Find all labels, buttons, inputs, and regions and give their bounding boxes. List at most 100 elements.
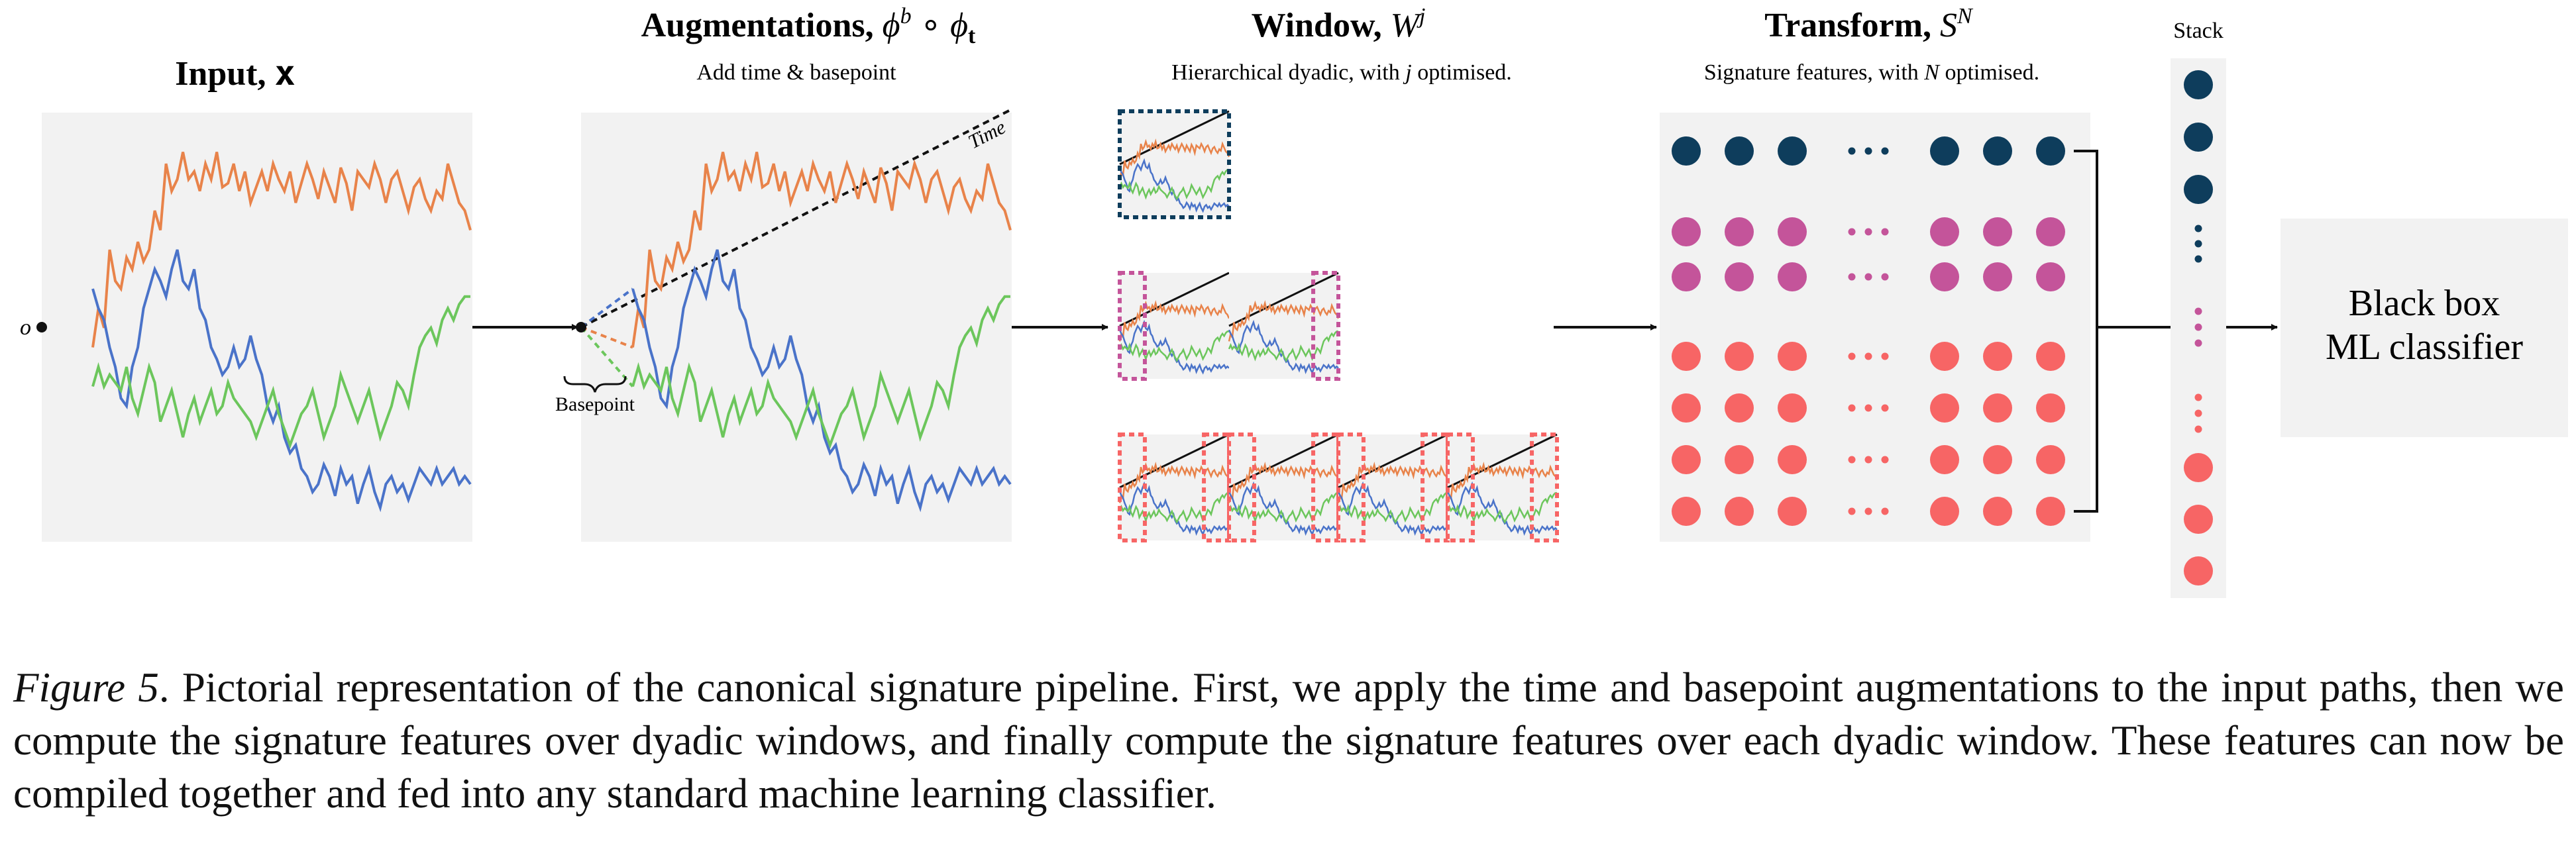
window-panel bbox=[1448, 434, 1557, 540]
ellipsis-dot bbox=[1864, 456, 1872, 464]
window-level-2-box bbox=[1311, 271, 1341, 381]
orange-window-path bbox=[1446, 462, 1558, 503]
feature-dot bbox=[1778, 217, 1807, 246]
feature-dot bbox=[1672, 342, 1701, 371]
window-panel bbox=[1120, 273, 1229, 379]
ellipsis-dot bbox=[1848, 507, 1856, 515]
ellipsis-dot bbox=[1848, 404, 1856, 412]
feature-dot bbox=[1725, 497, 1754, 526]
window-level-3-box bbox=[1227, 432, 1256, 542]
pipeline-diagram: Input, x o Augmentations, ϕb ∘ ϕt Add ti… bbox=[20, 4, 2568, 598]
green-window-path bbox=[1118, 331, 1229, 362]
classifier-label-line2: ML classifier bbox=[2326, 327, 2523, 368]
stack-ellipsis-dot bbox=[2194, 409, 2202, 417]
transform-subtitle: Signature features, with N optimised. bbox=[1704, 60, 2039, 85]
ellipsis-dot bbox=[1864, 273, 1872, 281]
feature-dot bbox=[1983, 342, 2012, 371]
stacked-features bbox=[2184, 70, 2213, 585]
figure-caption: Figure 5. Pictorial representation of th… bbox=[13, 661, 2564, 820]
green-augmented-path bbox=[631, 295, 1010, 449]
ellipsis-dot bbox=[1881, 456, 1889, 464]
dyadic-windows bbox=[1118, 109, 1560, 542]
stack-ellipsis-dot bbox=[2194, 425, 2202, 433]
ellipsis-dot bbox=[1864, 228, 1872, 236]
feature-dot bbox=[2036, 342, 2065, 371]
stack-ellipsis-dot bbox=[2194, 255, 2202, 263]
window-panel bbox=[1229, 273, 1338, 379]
signature-feature-panel bbox=[1660, 113, 2090, 542]
stack-dot bbox=[2184, 70, 2213, 99]
augmented-paths bbox=[631, 152, 1012, 513]
feature-dot bbox=[2036, 445, 2065, 474]
window-cell bbox=[1336, 432, 1450, 542]
window-cell bbox=[1446, 432, 1560, 542]
ellipsis-dot bbox=[1848, 456, 1856, 464]
orange-window-path bbox=[1118, 300, 1230, 342]
feature-dot bbox=[1778, 393, 1807, 423]
time-axis bbox=[580, 108, 1012, 329]
feature-dot bbox=[1930, 262, 1959, 291]
feature-dot bbox=[1778, 445, 1807, 474]
ellipsis-dot bbox=[1881, 352, 1889, 360]
basepoint-brace bbox=[563, 376, 627, 393]
feature-dot bbox=[2036, 497, 2065, 526]
window-panel bbox=[1120, 434, 1229, 540]
window-level-3-box bbox=[1336, 432, 1366, 542]
feature-row bbox=[1672, 342, 2065, 371]
stack-stage: Stack bbox=[2171, 19, 2278, 598]
window-subtitle: Hierarchical dyadic, with j optimised. bbox=[1171, 60, 1512, 85]
transform-title: Transform, SN bbox=[1764, 4, 1974, 44]
feature-dot bbox=[1725, 136, 1754, 166]
feature-dot bbox=[1930, 136, 1959, 166]
orange-basepoint-dash bbox=[580, 326, 633, 349]
window-panel bbox=[1120, 111, 1229, 217]
ellipsis-dot bbox=[1881, 147, 1889, 155]
input-title: Input, x bbox=[175, 54, 295, 93]
feature-dot bbox=[1725, 262, 1754, 291]
window-cell bbox=[1227, 432, 1341, 542]
green-window-path bbox=[1446, 492, 1557, 524]
feature-bracket bbox=[2074, 150, 2098, 513]
feature-dot bbox=[1672, 262, 1701, 291]
window-level-1-box bbox=[1118, 109, 1231, 219]
green-window-path bbox=[1228, 331, 1338, 362]
feature-dot bbox=[1725, 342, 1754, 371]
caption-text: . Pictorial representation of the canoni… bbox=[13, 664, 2564, 817]
stack-ellipsis-dot bbox=[2194, 307, 2202, 315]
feature-dot bbox=[1983, 393, 2012, 423]
stack-ellipsis-dot bbox=[2194, 339, 2202, 347]
orange-window-path bbox=[1118, 462, 1230, 503]
window-level-3-box bbox=[1446, 432, 1475, 542]
feature-dot bbox=[1672, 136, 1701, 166]
classifier-label-line1: Black box bbox=[2349, 283, 2500, 324]
window-level-2-box bbox=[1118, 271, 1147, 381]
feature-row bbox=[1672, 217, 2065, 246]
feature-dot bbox=[1672, 445, 1701, 474]
feature-dot bbox=[1983, 262, 2012, 291]
ellipsis-dot bbox=[1864, 404, 1872, 412]
feature-dot bbox=[1725, 393, 1754, 423]
feature-dot bbox=[1672, 497, 1701, 526]
window-stage: Window, Wj Hierarchical dyadic, with j o… bbox=[1118, 4, 1657, 542]
window-cell bbox=[1228, 271, 1341, 381]
window-panel bbox=[1229, 434, 1338, 540]
stack-ellipsis-dot bbox=[2194, 323, 2202, 331]
basepoint-dot bbox=[576, 322, 586, 332]
feature-dot bbox=[1725, 217, 1754, 246]
feature-row bbox=[1672, 393, 2065, 423]
augmentations-subtitle: Add time & basepoint bbox=[696, 60, 896, 85]
stack-title: Stack bbox=[2173, 19, 2224, 43]
orange-window-path bbox=[1228, 300, 1340, 342]
ellipsis-dot bbox=[1881, 404, 1889, 412]
feature-dot bbox=[1930, 393, 1959, 423]
input-paths bbox=[91, 152, 472, 513]
feature-row bbox=[1672, 136, 2065, 166]
signature-feature-grid bbox=[1672, 136, 2065, 526]
window-level-3-box bbox=[1530, 432, 1560, 542]
feature-dot bbox=[1778, 497, 1807, 526]
window-cell bbox=[1118, 271, 1230, 381]
window-panel bbox=[1338, 434, 1448, 540]
orange-path bbox=[91, 152, 472, 348]
stack-ellipsis-dot bbox=[2194, 393, 2202, 401]
orange-window-path bbox=[1337, 462, 1449, 503]
